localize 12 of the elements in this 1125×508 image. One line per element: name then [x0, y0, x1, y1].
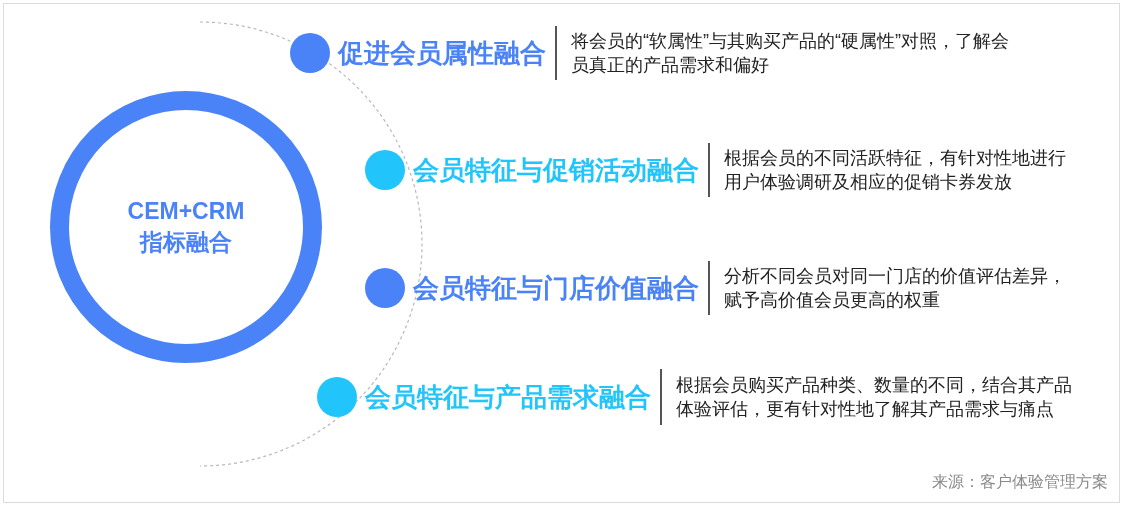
item-description: 根据会员的不同活跃特征，有针对性地进行用户体验调研及相应的促销卡券发放: [724, 147, 1067, 194]
source-note: 来源：客户体验管理方案: [932, 472, 1108, 492]
ring-title: CEM+CRM: [127, 197, 245, 226]
item-heading: 会员特征与产品需求融合: [365, 380, 651, 414]
item-description: 根据会员购买产品种类、数量的不同，结合其产品体验评估，更有针对性地了解其产品需求与痛点: [676, 374, 1073, 421]
ring-title: 指标融合: [140, 228, 232, 257]
item-description: 分析不同会员对同一门店的价值评估差异，赋予高价值会员更高的权重: [724, 265, 1067, 312]
item-heading: 促进会员属性融合: [338, 36, 546, 70]
item-description: 将会员的“软属性”与其购买产品的“硬属性”对照，了解会员真正的产品需求和偏好: [571, 30, 1010, 77]
item-heading: 会员特征与门店价值融合: [413, 271, 699, 305]
item-heading: 会员特征与促销活动融合: [413, 153, 699, 187]
ring: [50, 91, 322, 363]
